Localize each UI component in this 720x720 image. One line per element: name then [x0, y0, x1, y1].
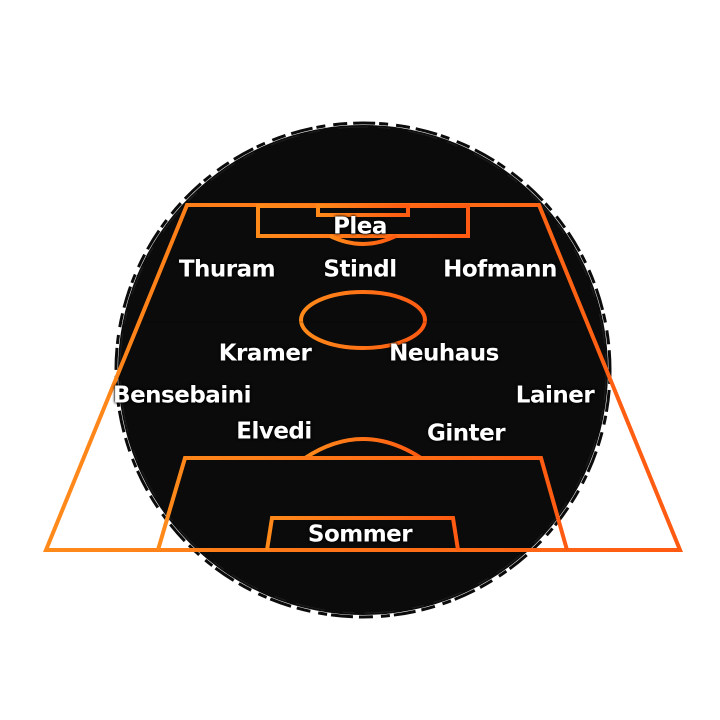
player-goalkeeper: Sommer [307, 521, 413, 548]
field-lines [43, 203, 683, 552]
bottom-penalty-arc [303, 437, 423, 460]
player-left-winger: Thuram [178, 256, 276, 283]
player-attacking-mid: Stindl [323, 256, 397, 283]
bottom-penalty-box [156, 456, 569, 551]
player-right-back: Lainer [515, 382, 595, 409]
player-right-central-mid: Neuhaus [389, 340, 499, 367]
bottom-goal-box [265, 516, 460, 551]
player-left-central-mid: Kramer [218, 340, 312, 367]
top-goal-box [316, 204, 410, 217]
center-circle [299, 290, 427, 350]
player-striker: Plea [333, 213, 387, 240]
player-right-center-back: Ginter [426, 420, 506, 447]
black-circle-background [114, 121, 612, 619]
top-penalty-arc [329, 234, 397, 246]
player-right-winger: Hofmann [443, 256, 557, 283]
player-left-back: Bensebaini [113, 382, 251, 409]
player-left-center-back: Elvedi [236, 418, 312, 445]
